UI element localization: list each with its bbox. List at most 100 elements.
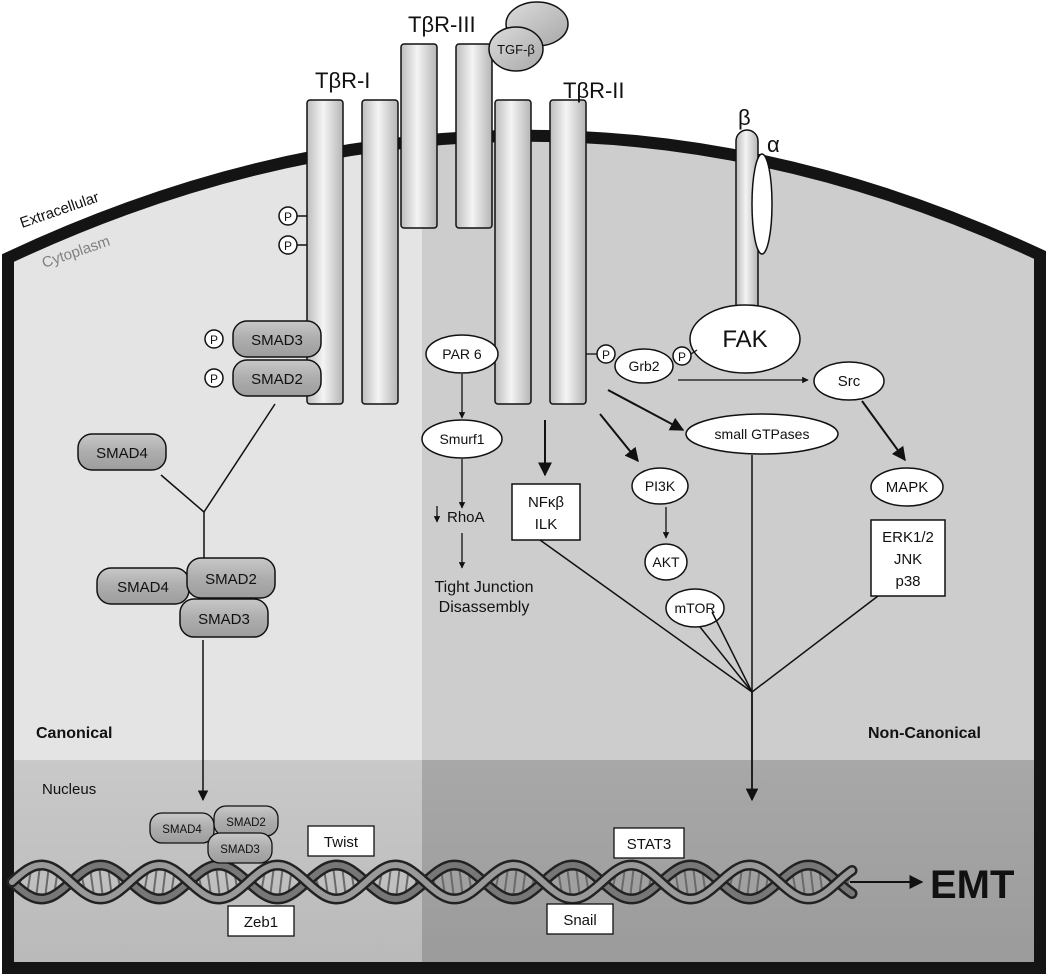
src-label: Src [838,373,861,390]
tbr3-segment-1 [400,43,438,229]
tbr1-segment-1 [306,99,344,405]
pi3k-branch: PI3K AKT mTOR [599,413,725,628]
phospho-circle [672,346,692,366]
integrin-alpha-subunit [751,153,773,255]
nucleus-label: Nucleus [42,781,96,798]
erk-label: ERK1/2 [882,529,934,546]
mtor-convergence-line [699,626,753,693]
dna-base-pair [98,864,104,900]
smad2-label: SMAD2 [251,371,303,388]
receptor-to-pi3k-arrow [599,413,639,463]
nuclear-smad3 [207,832,273,864]
fak-label: FAK [722,326,767,353]
phospho-label: P [284,239,292,253]
zeb1-label: Zeb1 [244,914,278,931]
akt-label: AKT [652,554,680,570]
rhoa-label: RhoA [447,509,485,526]
smurf1-label: Smurf1 [439,431,484,447]
integrin-alpha-label: α [767,132,780,157]
dna-base-pair [629,864,635,900]
nfkb-branch: NFκβ ILK [511,420,581,541]
gtpase-branch: small GTPases [607,389,839,455]
phospho-circle [596,344,616,364]
small-gtpases-node [685,413,839,455]
tgf-beta-label: TGF-β [497,42,535,57]
tbr1-segment-2 [361,99,399,405]
integrin: β α FAK [689,105,801,374]
fak-node [689,304,801,374]
snail-label: Snail [563,912,596,929]
complex-smad2 [186,557,276,599]
mapk-branch: MAPK ERK1/2 JNK p38 [870,467,946,597]
phospho-label: P [210,372,218,386]
smad3-label: SMAD3 [251,332,303,349]
phospho-label: P [210,333,218,347]
emt-label: EMT [930,863,1014,907]
nfkb-ilk-box [511,483,581,541]
grb2-label: Grb2 [628,358,659,374]
erk-jnk-p38-box [870,519,946,597]
tbr1-phospho-sites: P P [278,206,307,255]
nuclear-smad4-label: SMAD4 [162,824,202,836]
src-node [813,361,885,401]
nuclear-smad2-label: SMAD2 [226,817,266,829]
receptors [306,43,587,405]
grb2-branch: P Grb2 P Src [586,344,906,462]
p38-label: p38 [895,573,920,590]
twist-box [307,825,375,857]
non-canonical-label: Non-Canonical [868,725,981,742]
dna-base-pair [746,864,752,900]
phospho-label: P [602,348,610,362]
smurf1-node [421,419,503,459]
small-gtpases-label: small GTPases [715,426,810,442]
smad4-connector [160,474,205,513]
tbr2-segment-2 [549,99,587,405]
complex-smad2-label: SMAD2 [205,571,257,588]
tight-junction-label-1: Tight Junction [434,579,533,596]
phospho-circle [278,235,298,255]
nfkb-convergence-line [539,539,753,693]
complex-smad3 [179,598,269,638]
stat3-label: STAT3 [627,836,671,853]
mapk-label: MAPK [886,479,929,496]
tbr1-label: TβR-I [315,68,370,93]
complex-smad4-label: SMAD4 [117,579,169,596]
tbr2-segment-1 [494,99,532,405]
integrin-beta-label: β [738,105,751,130]
par6-label: PAR 6 [442,346,482,362]
complex-smad3-label: SMAD3 [198,611,250,628]
grb2-node [614,348,674,384]
phospho-label: P [678,350,686,364]
tight-junction-label-2: Disassembly [439,599,530,616]
cell-membrane [2,129,1046,974]
transcription-factors: Twist Zeb1 STAT3 Snail [227,825,685,937]
pi3k-label: PI3K [645,478,676,494]
phospho-label: P [284,210,292,224]
smad4-label: SMAD4 [96,445,148,462]
par6-node [425,334,499,374]
mtor-node [665,588,725,628]
pi3k-node [631,467,689,505]
tgf-beta-ligand: TGF-β [488,1,569,72]
tbr3-segment-2 [455,43,493,229]
akt-node [644,543,688,581]
mtor-label: mTOR [675,600,716,616]
smad2-receptor-bound [232,359,322,397]
phospho-circle [278,206,298,226]
zeb1-box [227,905,295,937]
tbr3-label: TβR-III [408,12,476,37]
phospho-circle [204,368,224,388]
dna-base-pair [215,864,221,900]
tbr2-label: TβR-II [563,78,625,103]
ilk-label: ILK [535,516,558,533]
par6-branch: PAR 6 Smurf1 RhoA Tight Junction Disasse… [421,334,534,616]
canonical-label: Canonical [36,725,112,742]
stat3-box [613,827,685,859]
smad2-3-connector [203,403,276,513]
canonical-pathway: SMAD3 SMAD2 P P SMAD4 SMAD4 SMAD2 SMAD3 [77,320,322,802]
dna-helix [6,859,858,905]
smad4-free [77,433,167,471]
nuclear-smad-complex: SMAD4 SMAD2 SMAD3 [149,805,279,864]
phospho-circle [204,329,224,349]
